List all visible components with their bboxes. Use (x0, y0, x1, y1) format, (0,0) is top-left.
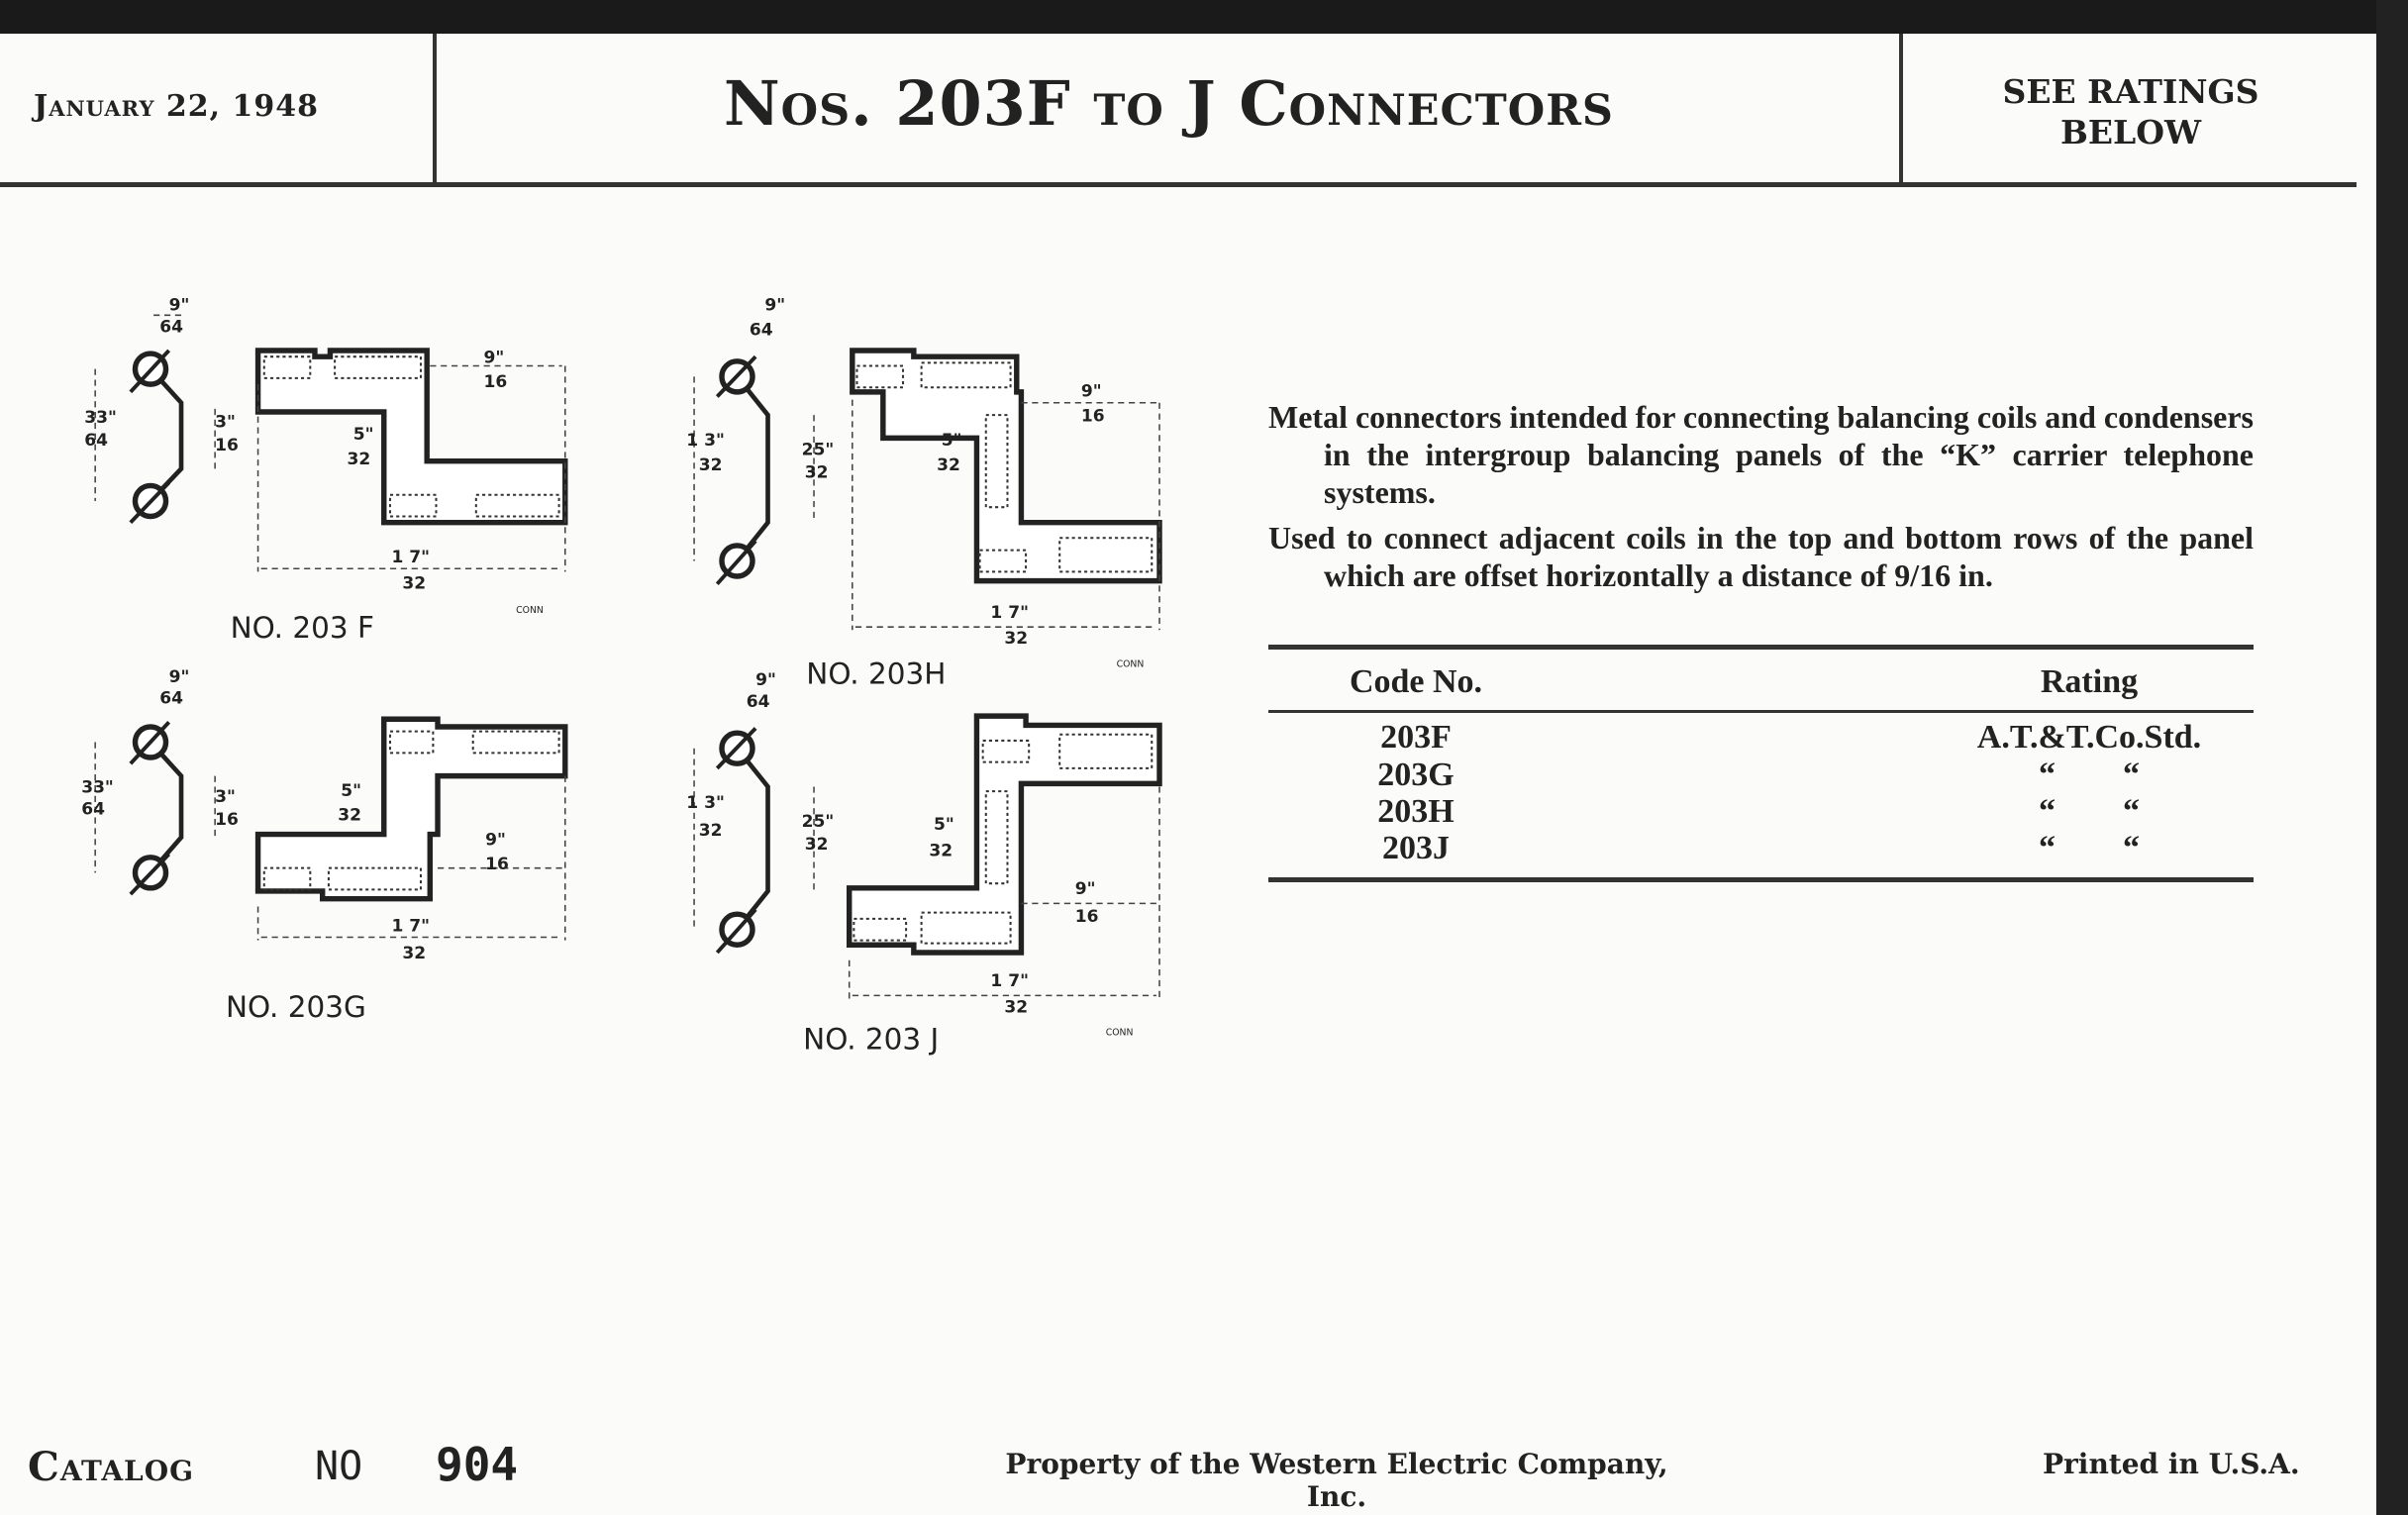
svg-text:1 3": 1 3" (686, 793, 725, 813)
svg-text:16: 16 (484, 372, 508, 392)
catalog-no-label: NO (315, 1444, 363, 1489)
svg-text:32: 32 (338, 806, 361, 826)
svg-text:5": 5" (341, 781, 361, 801)
ratings-note: SEE RATINGS BELOW (1905, 71, 2357, 152)
svg-text:9": 9" (764, 296, 785, 316)
printed-notice: Printed in U.S.A. (2043, 1448, 2300, 1480)
svg-text:32: 32 (805, 463, 829, 483)
figure-label: NO. 203 J (803, 1023, 939, 1057)
figure-203f: 9"64 33"64 3"16 9"16 5"32 1 7"32 NO. 203… (84, 296, 568, 645)
svg-text:9": 9" (1075, 879, 1096, 899)
svg-text:9": 9" (485, 830, 506, 850)
top-view-connector (254, 716, 568, 902)
code-cell: 203G (1377, 757, 1455, 793)
svg-text:16: 16 (215, 436, 239, 455)
code-cell: 203J (1382, 830, 1450, 866)
rating-cell: A.T.&T.Co.Std. (1976, 719, 2202, 756)
code-cell: 203F (1380, 719, 1452, 756)
table-header-rule (1268, 710, 2254, 713)
svg-text:CONN: CONN (1106, 1028, 1134, 1039)
ratings-note-line1: SEE RATINGS (2002, 72, 2259, 111)
svg-text:16: 16 (1081, 406, 1105, 426)
top-view-connector (847, 713, 1162, 956)
sheet-date: January 22, 1948 (34, 89, 320, 124)
svg-text:1 7": 1 7" (990, 603, 1029, 623)
page-title: Nos. 203F to J Connectors (724, 67, 1614, 140)
description: Metal connectors intended for connecting… (1268, 398, 2254, 602)
figure-label: NO. 203H (806, 657, 946, 691)
svg-text:9": 9" (755, 670, 776, 690)
column-header-code: Code No. (1349, 663, 1483, 700)
catalog-number: 904 (436, 1438, 519, 1491)
scan-top-border (0, 0, 2408, 34)
svg-text:1 7": 1 7" (392, 916, 431, 936)
figure-label: NO. 203G (226, 990, 366, 1024)
svg-text:3": 3" (215, 787, 236, 807)
header-rule (0, 182, 2357, 187)
side-view-clip (149, 367, 184, 503)
svg-text:64: 64 (84, 431, 108, 451)
ratings-note-line2: BELOW (2059, 113, 2202, 152)
code-cell: 203H (1377, 793, 1455, 830)
svg-text:1 3": 1 3" (686, 431, 725, 451)
top-view-connector (254, 348, 568, 526)
table-bottom-rule (1268, 877, 2254, 882)
svg-text:64: 64 (159, 317, 183, 337)
figure-203j: 9"64 1 3"32 25"32 9"16 5"32 1 7"32 NO. 2… (686, 670, 1162, 1057)
svg-text:16: 16 (485, 855, 509, 874)
svg-text:16: 16 (215, 810, 239, 830)
svg-text:25": 25" (802, 812, 835, 832)
svg-text:64: 64 (750, 320, 773, 340)
svg-text:32: 32 (1004, 629, 1028, 649)
svg-text:CONN: CONN (516, 605, 544, 616)
svg-text:1 7": 1 7" (990, 971, 1029, 991)
figure-203h: 9" 64 1 3" 32 25" 32 9" 16 5" 32 1 7" 32 NO. 2… (686, 296, 1162, 691)
svg-text:5": 5" (353, 425, 374, 445)
svg-text:9": 9" (169, 667, 190, 687)
svg-text:3": 3" (215, 413, 236, 433)
svg-text:64: 64 (81, 799, 105, 819)
svg-text:5": 5" (934, 815, 954, 835)
rating-cell: “ “ (2039, 793, 2140, 830)
svg-text:9": 9" (484, 348, 505, 367)
svg-text:32: 32 (402, 944, 426, 963)
svg-text:5": 5" (942, 431, 962, 451)
rating-cell: “ “ (2039, 757, 2140, 793)
figure-label: NO. 203 F (231, 611, 374, 645)
svg-text:32: 32 (937, 455, 960, 475)
svg-text:1 7": 1 7" (392, 548, 431, 567)
svg-text:33": 33" (81, 778, 114, 798)
header-divider-right (1899, 34, 1903, 182)
svg-text:9": 9" (169, 296, 190, 316)
svg-text:32: 32 (402, 573, 426, 593)
rating-cell: “ “ (2039, 830, 2140, 866)
svg-text:25": 25" (802, 440, 835, 459)
svg-text:64: 64 (747, 692, 770, 712)
svg-text:16: 16 (1075, 907, 1099, 927)
svg-text:64: 64 (159, 689, 183, 709)
svg-text:32: 32 (805, 835, 829, 855)
scan-right-border (2376, 0, 2408, 1515)
svg-text:32: 32 (348, 450, 371, 469)
catalog-label: Catalog (28, 1444, 195, 1490)
column-header-rating: Rating (2040, 663, 2139, 700)
svg-text:32: 32 (1004, 997, 1028, 1017)
svg-text:32: 32 (929, 841, 953, 860)
header-divider-left (433, 34, 437, 182)
property-notice: Property of the Western Electric Company… (1005, 1448, 1668, 1513)
figure-203g: 9"64 33"64 3"16 9"16 5"32 1 7"32 NO. 203… (81, 667, 568, 1024)
svg-text:33": 33" (84, 408, 117, 428)
svg-text:32: 32 (699, 821, 723, 841)
description-paragraph: Used to connect adjacent coils in the to… (1268, 520, 2254, 593)
svg-text:CONN: CONN (1117, 658, 1145, 669)
svg-text:32: 32 (699, 455, 723, 475)
svg-text:9": 9" (1081, 382, 1102, 402)
description-paragraph: Metal connectors intended for connecting… (1268, 399, 2254, 510)
top-view-connector (850, 348, 1162, 584)
table-top-rule (1268, 645, 2254, 650)
